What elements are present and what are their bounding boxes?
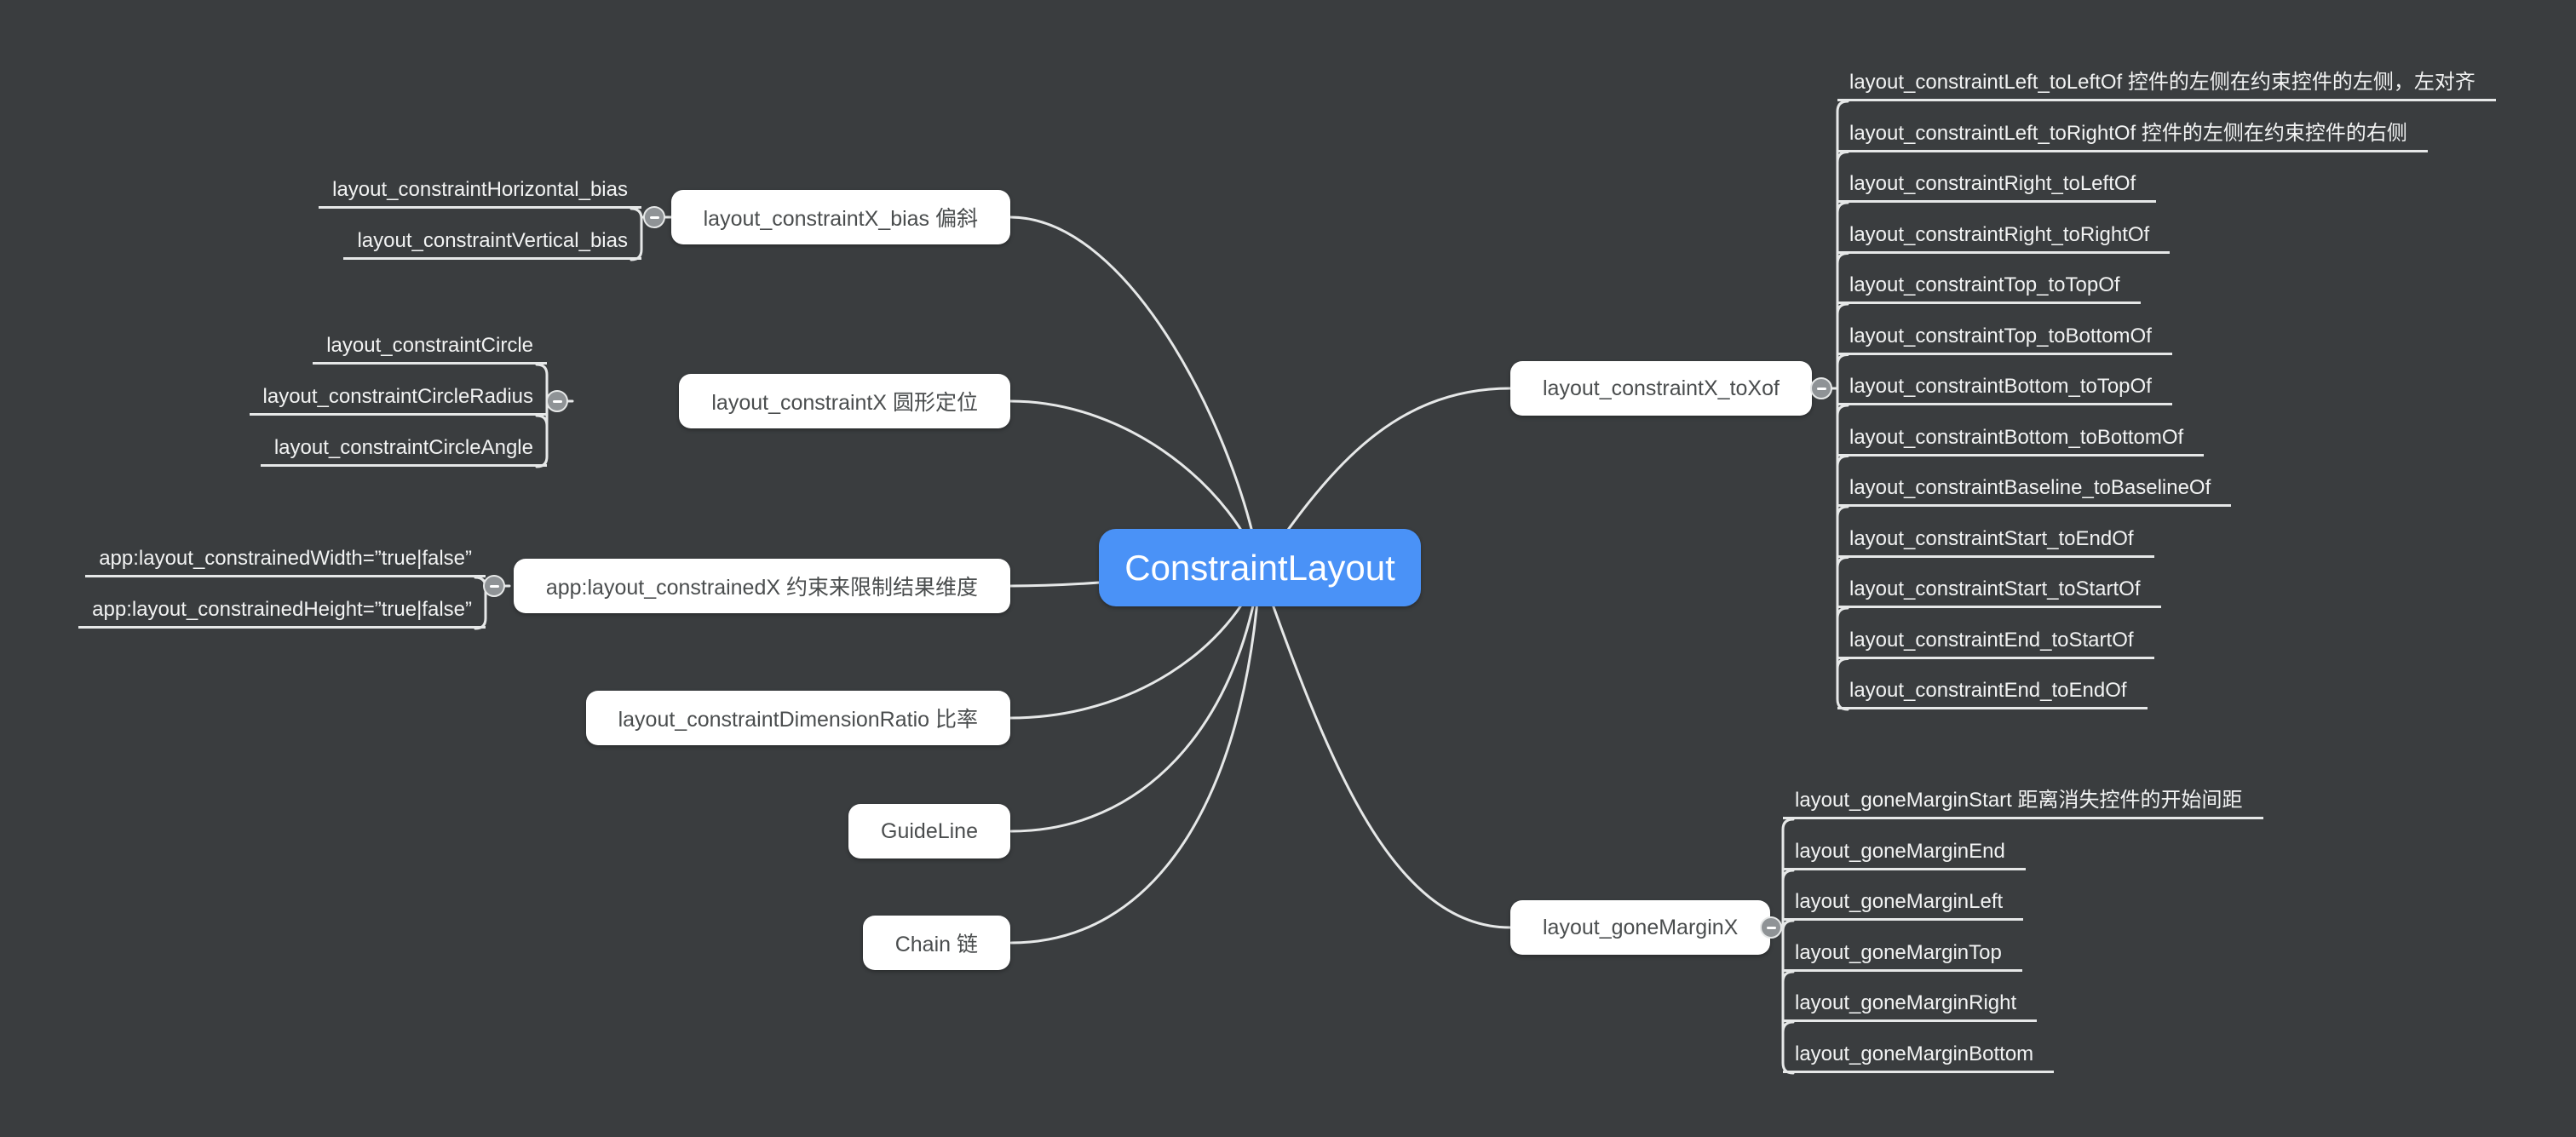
child-item[interactable]: layout_constraintEnd_toEndOf <box>1837 659 2148 709</box>
child-item[interactable]: layout_constraintVertical_bias <box>343 209 641 260</box>
constrained-children-group: app:layout_constrainedWidth=”true|false”… <box>78 526 486 629</box>
collapse-icon[interactable] <box>1810 377 1832 399</box>
branch-node-toxof[interactable]: layout_constraintX_toXof <box>1510 361 1812 416</box>
child-item[interactable]: layout_constraintLeft_toLeftOf 控件的左侧在约束控… <box>1837 51 2496 101</box>
child-item[interactable]: layout_goneMarginRight <box>1783 972 2038 1023</box>
child-item[interactable]: layout_goneMarginLeft <box>1783 870 2024 922</box>
edge-gonemargin <box>1258 567 1512 929</box>
gonemargin-children-group: layout_goneMarginStart 距离消失控件的开始间距 layou… <box>1783 768 2263 1073</box>
child-item[interactable]: layout_constraintEnd_toStartOf <box>1837 608 2154 659</box>
bias-children-group: layout_constraintHorizontal_bias layout_… <box>319 158 641 260</box>
branch-node-gonemargin[interactable]: layout_goneMarginX <box>1510 900 1771 955</box>
child-item[interactable]: layout_constraintRight_toLeftOf <box>1837 152 2157 203</box>
toxof-children-group: layout_constraintLeft_toLeftOf 控件的左侧在约束控… <box>1837 51 2496 709</box>
branch-node-dimension-ratio[interactable]: layout_constraintDimensionRatio 比率 <box>585 691 1010 745</box>
child-item[interactable]: layout_constraintLeft_toRightOf 控件的左侧在约束… <box>1837 101 2428 152</box>
collapse-icon[interactable] <box>1760 916 1782 939</box>
child-item[interactable]: layout_constraintCircle <box>313 313 547 365</box>
edge-guideline <box>1009 567 1262 833</box>
child-item[interactable]: layout_constraintBottom_toBottomOf <box>1837 405 2205 457</box>
child-item[interactable]: layout_goneMarginStart 距离消失控件的开始间距 <box>1783 768 2263 819</box>
minus-icon <box>489 584 499 588</box>
child-item[interactable]: layout_constraintBaseline_toBaselineOf <box>1837 457 2232 507</box>
minus-icon <box>649 215 659 219</box>
bracket-gonemargin <box>1781 818 1795 1075</box>
branch-node-circle[interactable]: layout_constraintX 圆形定位 <box>679 374 1010 428</box>
branch-node-constrained[interactable]: app:layout_constrainedX 约束来限制结果维度 <box>513 559 1010 613</box>
collapse-icon[interactable] <box>643 206 665 228</box>
collapse-icon[interactable] <box>546 390 568 412</box>
child-item[interactable]: layout_goneMarginTop <box>1783 921 2022 972</box>
child-item[interactable]: layout_constraintTop_toBottomOf <box>1837 304 2172 355</box>
minus-icon <box>1766 926 1776 929</box>
child-item[interactable]: layout_goneMarginBottom <box>1783 1022 2055 1073</box>
minus-icon <box>552 399 562 403</box>
branch-node-chain[interactable]: Chain 链 <box>862 916 1010 970</box>
root-node-constraintlayout[interactable]: ConstraintLayout <box>1099 529 1421 606</box>
child-item[interactable]: layout_constraintCircleAngle <box>260 416 547 467</box>
child-item[interactable]: layout_constraintBottom_toTopOf <box>1837 355 2172 405</box>
child-item[interactable]: layout_constraintTop_toTopOf <box>1837 254 2141 304</box>
circle-children-group: layout_constraintCircle layout_constrain… <box>249 313 547 467</box>
child-item[interactable]: layout_constraintStart_toEndOf <box>1837 507 2154 558</box>
bracket-circle <box>535 363 549 468</box>
child-item[interactable]: layout_constraintCircleRadius <box>249 365 547 416</box>
edge-chain <box>1009 567 1262 945</box>
edge-bias <box>1009 215 1262 571</box>
child-item[interactable]: app:layout_constrainedWidth=”true|false” <box>85 526 486 577</box>
branch-node-guideline[interactable]: GuideLine <box>848 804 1010 858</box>
child-item[interactable]: layout_constraintRight_toRightOf <box>1837 203 2171 254</box>
child-item[interactable]: layout_goneMarginEnd <box>1783 819 2026 870</box>
child-item[interactable]: layout_constraintHorizontal_bias <box>319 158 641 209</box>
minus-icon <box>1816 387 1826 390</box>
child-item[interactable]: app:layout_constrainedHeight=”true|false… <box>78 577 486 629</box>
bracket-toxof <box>1836 100 1849 711</box>
collapse-icon[interactable] <box>483 575 505 597</box>
child-item[interactable]: layout_constraintStart_toStartOf <box>1837 558 2161 608</box>
branch-node-bias[interactable]: layout_constraintX_bias 偏斜 <box>670 190 1010 244</box>
